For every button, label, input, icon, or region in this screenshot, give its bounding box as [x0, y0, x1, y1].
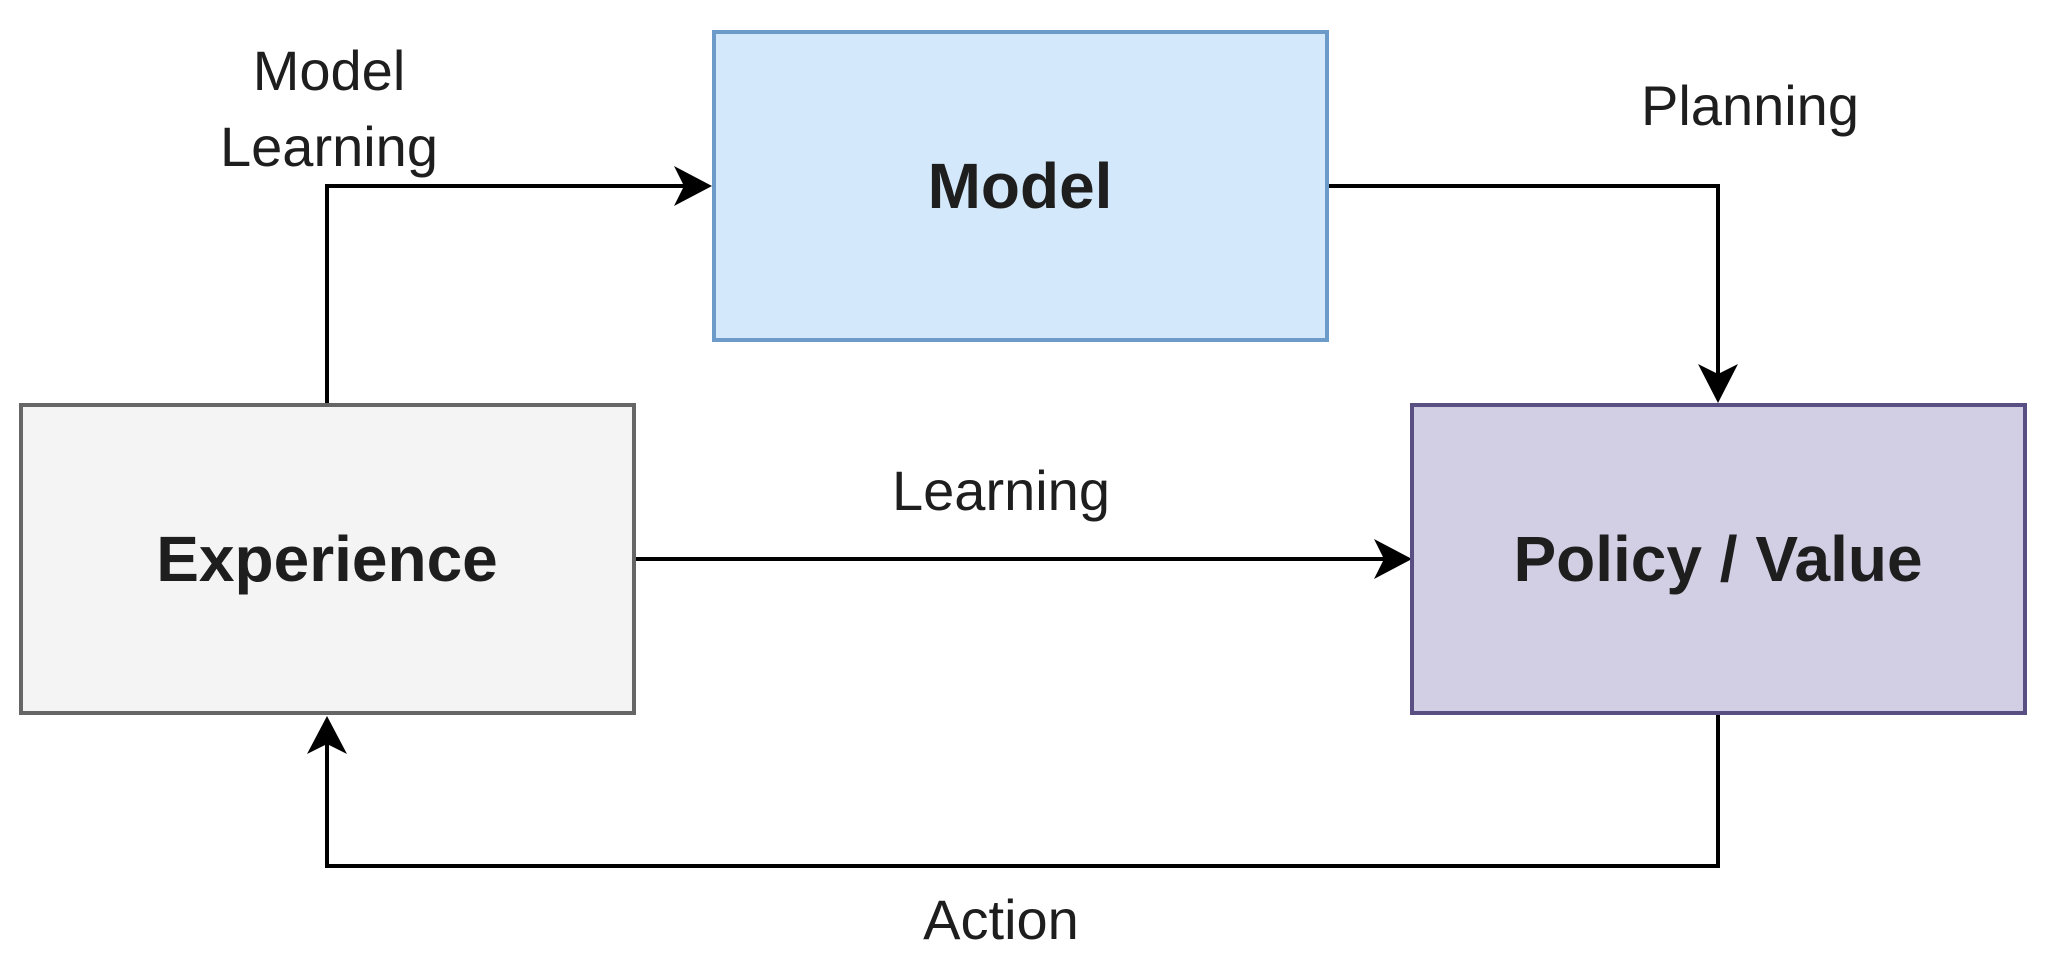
- action-label: Action: [923, 888, 1079, 951]
- model-box: [712, 30, 1329, 342]
- policy-value-label: Policy / Value: [1513, 523, 1922, 595]
- arrowhead-to-policy-from-experience: [1374, 539, 1412, 579]
- policy-value-box: [1410, 403, 2027, 715]
- learning-label: Learning: [892, 459, 1110, 522]
- policy-value-node: Policy / Value: [1410, 403, 2027, 715]
- experience-node: Experience: [19, 403, 636, 715]
- experience-box: [19, 403, 636, 715]
- edge-planning: [1327, 184, 1720, 380]
- model-label: Model: [928, 150, 1113, 222]
- experience-label: Experience: [156, 523, 498, 595]
- edge-model-learning: [325, 184, 690, 403]
- model-learning-label-line2: Learning: [220, 115, 438, 178]
- planning-label: Planning: [1641, 74, 1859, 137]
- edge-action: [325, 713, 1720, 868]
- arrowhead-to-experience: [307, 716, 347, 754]
- arrowhead-to-policy-from-model: [1698, 364, 1738, 403]
- arrowhead-to-model: [674, 166, 712, 206]
- model-learning-label-line1: Model: [253, 39, 406, 102]
- model-node: Model: [712, 30, 1329, 342]
